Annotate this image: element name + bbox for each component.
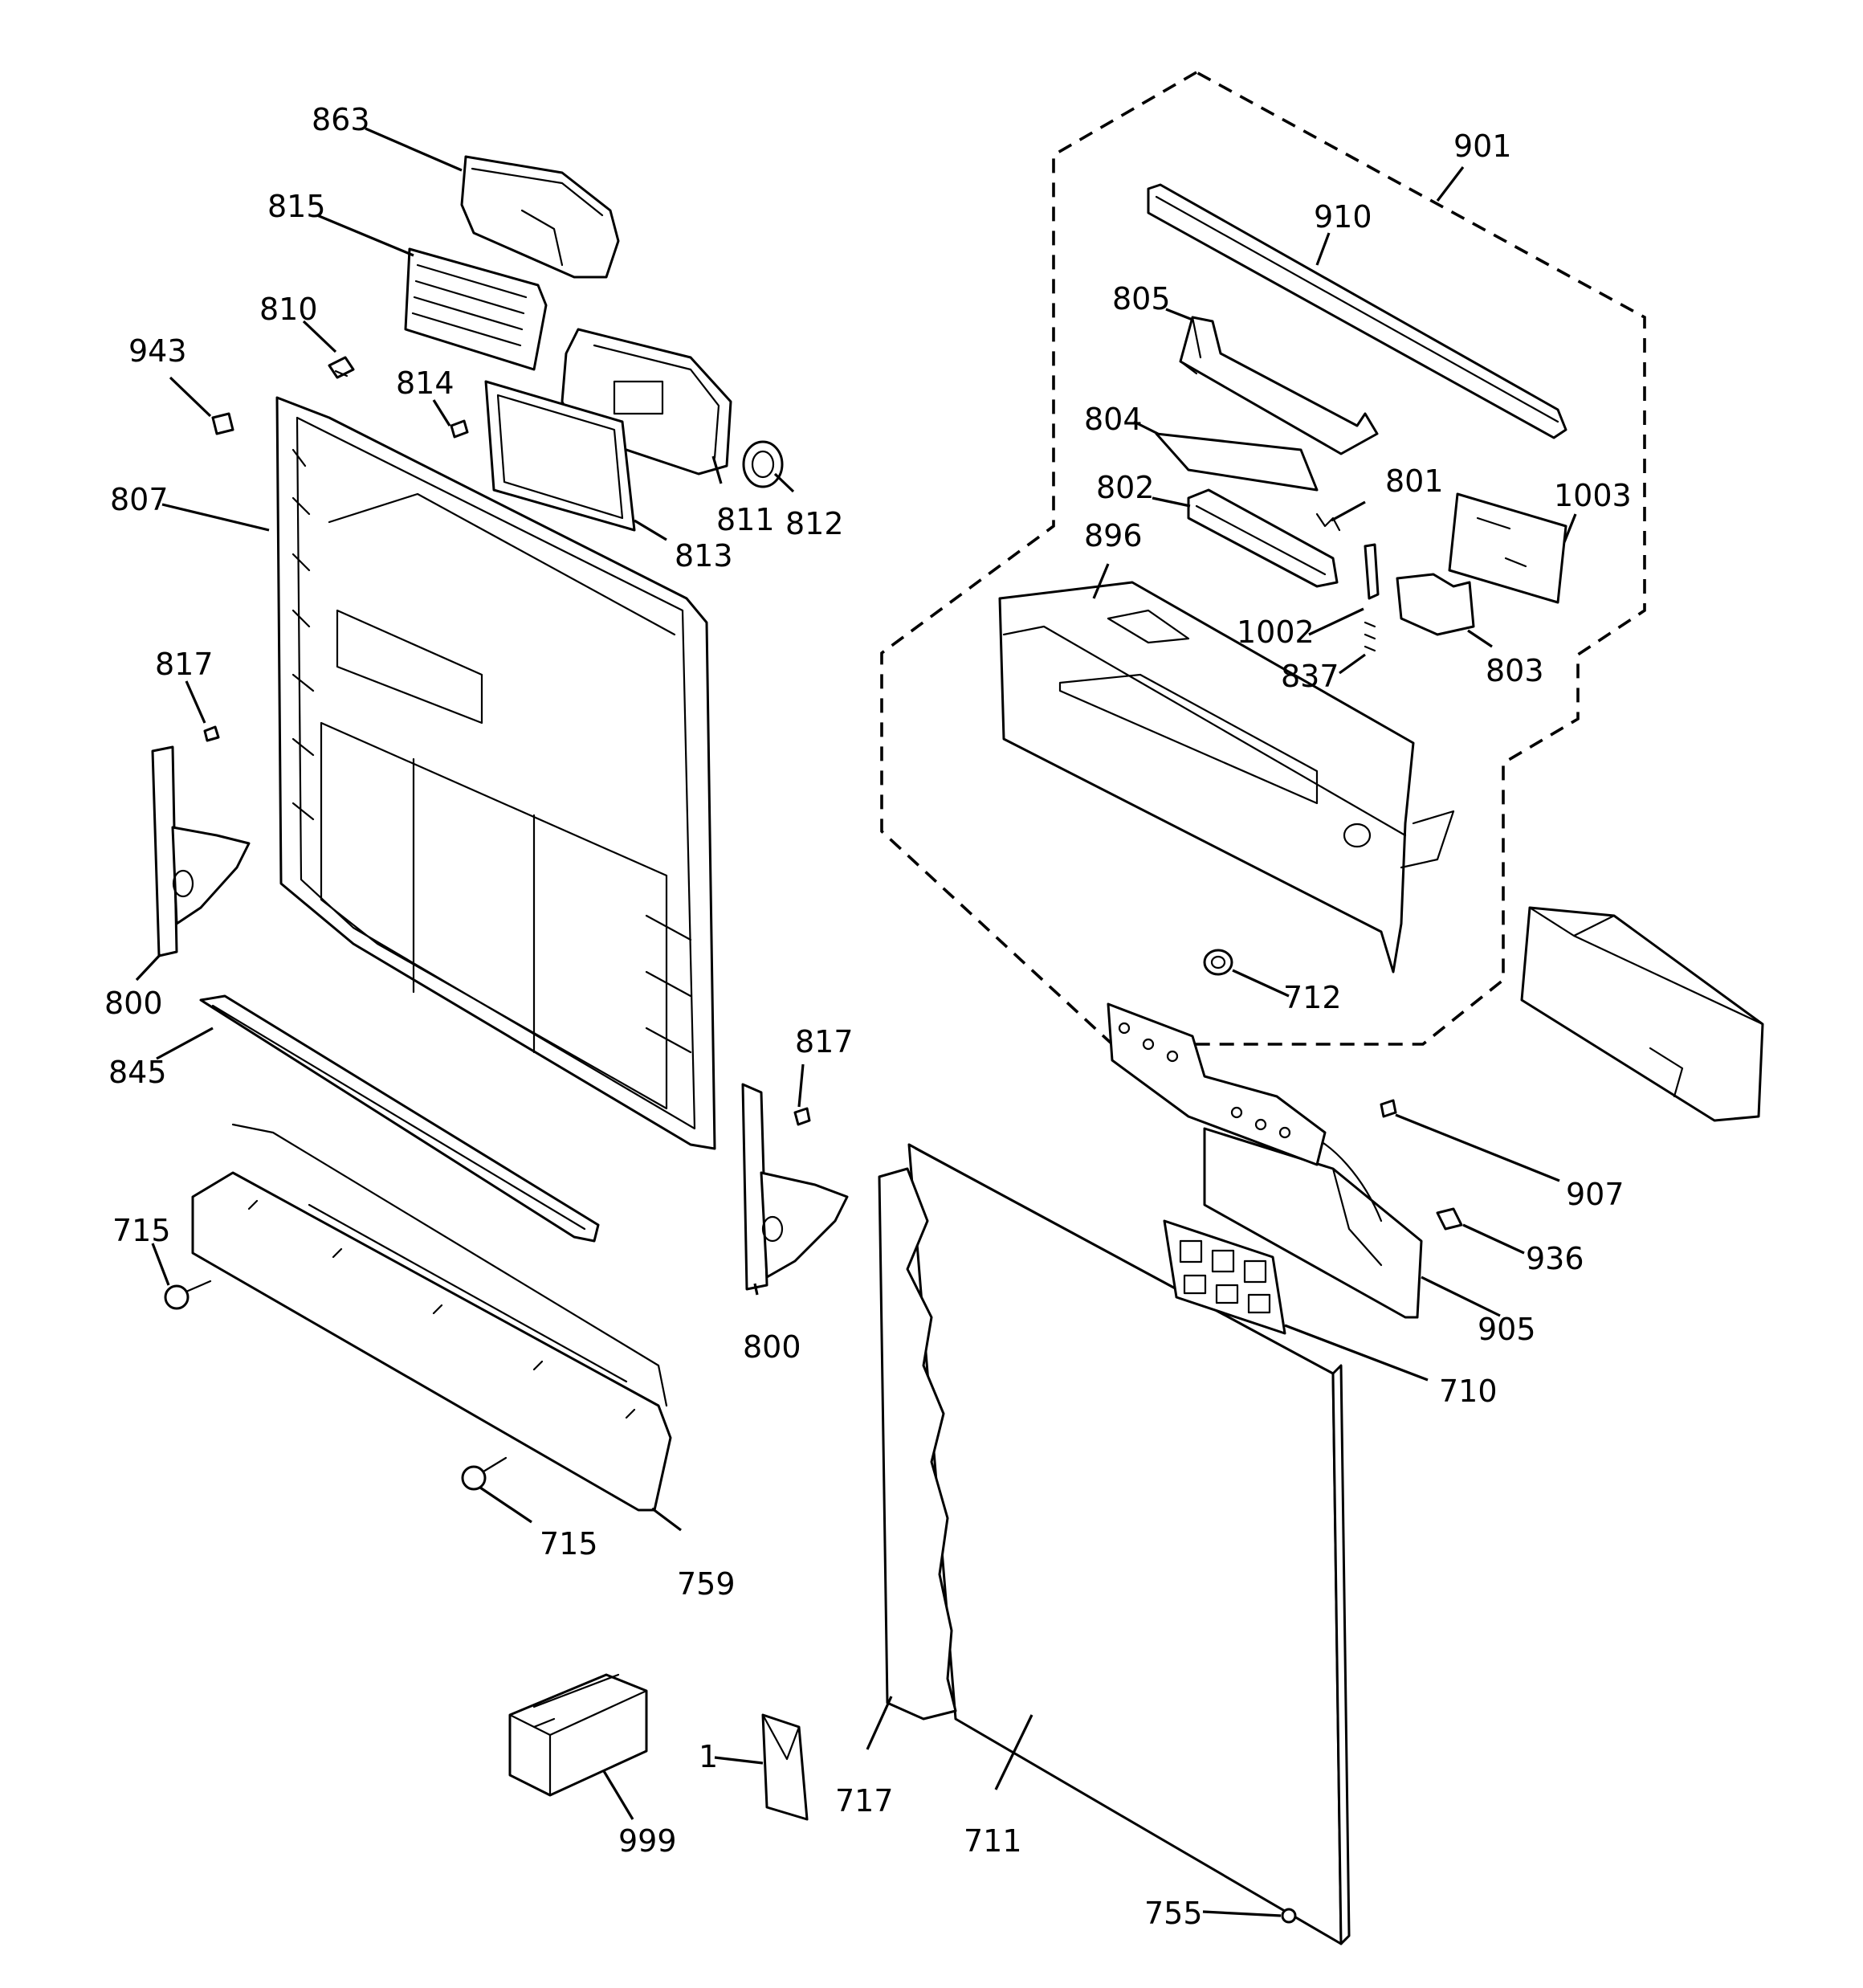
part-712-grommet	[1203, 949, 1233, 976]
callout-811: 811	[716, 502, 775, 537]
part-717-panel-insert	[878, 1167, 957, 1721]
screw-817-left	[203, 725, 220, 742]
callout-845: 845	[108, 1055, 167, 1090]
screw-907	[1380, 1099, 1397, 1118]
screw-755	[1281, 1908, 1297, 1924]
callout-896: 896	[1084, 518, 1143, 553]
part-896-console	[998, 581, 1455, 974]
callout-815: 815	[267, 189, 326, 224]
part-845-trim	[199, 994, 600, 1243]
part-800-hinge-right	[741, 1083, 849, 1291]
callout-943: 943	[128, 333, 187, 369]
part-804-rod	[1155, 432, 1319, 492]
callout-712: 712	[1283, 980, 1342, 1015]
part-side-bracket	[1520, 906, 1764, 1122]
part-812-knob	[742, 440, 784, 488]
callout-837: 837	[1281, 659, 1339, 694]
part-802-latch	[1187, 488, 1339, 588]
part-803-switch	[1396, 573, 1475, 636]
leader-lines	[135, 127, 1577, 1917]
part-1-manual	[761, 1713, 809, 1821]
callout-813: 813	[675, 538, 733, 574]
callout-901: 901	[1453, 129, 1512, 164]
callout-803: 803	[1486, 653, 1544, 688]
callout-802: 802	[1096, 470, 1155, 505]
screw-817-right	[793, 1107, 811, 1126]
screw-715-left	[164, 1280, 212, 1310]
part-control-relay-board	[1107, 1002, 1327, 1166]
callout-936: 936	[1526, 1241, 1584, 1276]
part-1003-module	[1448, 492, 1567, 604]
part-999-box	[508, 1673, 648, 1797]
screw-943	[211, 412, 234, 435]
callout-910: 910	[1314, 199, 1372, 235]
part-800-hinge-left	[151, 745, 251, 957]
callout-1002: 1002	[1237, 614, 1315, 650]
callout-805: 805	[1112, 281, 1171, 316]
callout-907: 907	[1566, 1177, 1625, 1212]
callout-1: 1	[699, 1739, 718, 1774]
callout-905: 905	[1478, 1312, 1536, 1347]
callout-801: 801	[1385, 463, 1444, 499]
callout-817a: 817	[155, 647, 214, 682]
assembly-901-boundary	[880, 70, 1646, 1046]
part-936-connector	[1436, 1207, 1463, 1231]
part-837-spring	[1364, 621, 1376, 652]
callout-999: 999	[618, 1823, 677, 1859]
callout-755: 755	[1144, 1896, 1203, 1931]
part-863-cap	[460, 155, 620, 279]
part-805-bracket	[1179, 316, 1379, 455]
part-759-toe-panel	[191, 1123, 672, 1512]
screw-810	[328, 356, 355, 379]
callout-804: 804	[1084, 402, 1143, 437]
callout-807: 807	[110, 482, 169, 517]
callout-817b: 817	[795, 1024, 854, 1059]
part-910-bracket	[1147, 183, 1567, 439]
callout-715b: 715	[540, 1526, 598, 1561]
callout-710: 710	[1439, 1374, 1498, 1409]
callout-759: 759	[677, 1566, 736, 1602]
callout-711: 711	[964, 1823, 1022, 1859]
callout-810: 810	[259, 292, 318, 327]
part-1002-pin	[1364, 543, 1380, 600]
screw-715-bottom	[461, 1456, 508, 1491]
callout-863: 863	[312, 102, 370, 137]
part-710-membrane	[1163, 1219, 1286, 1335]
part-813-gasket	[484, 380, 636, 532]
callout-800b: 800	[743, 1329, 801, 1365]
part-801-spring	[1315, 512, 1341, 532]
screw-814	[450, 419, 469, 439]
callout-814: 814	[396, 365, 455, 401]
callout-717: 717	[835, 1783, 894, 1819]
callout-1003: 1003	[1554, 478, 1632, 513]
callout-715a: 715	[112, 1213, 171, 1248]
callout-812: 812	[785, 506, 844, 541]
callout-labels: 863 815 810 943 814 807 811 812 813 817 …	[104, 102, 1632, 1931]
callout-800a: 800	[104, 986, 163, 1021]
part-807-inner-door	[275, 396, 716, 1150]
part-815-vent	[404, 247, 548, 371]
